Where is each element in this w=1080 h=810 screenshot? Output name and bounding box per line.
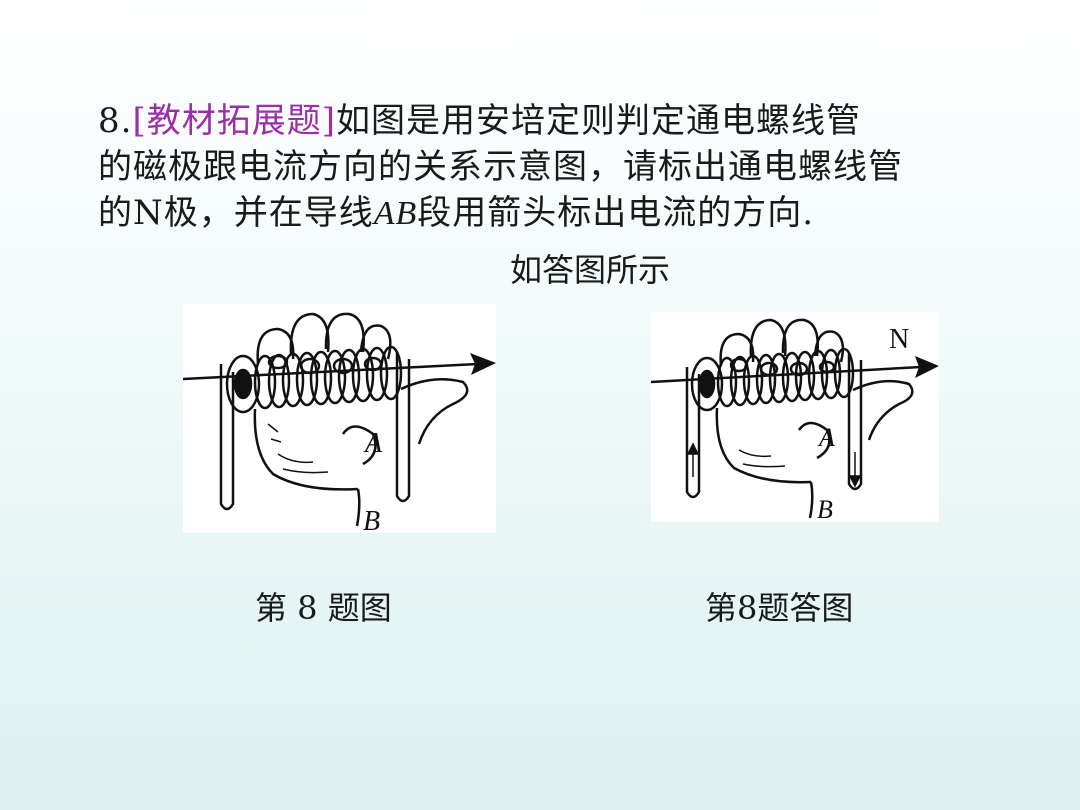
question-line3b: 段用箭头标出电流的方向. <box>417 193 815 233</box>
figure-question: A B <box>182 304 496 537</box>
axis-arrow-line <box>182 362 479 381</box>
finger-3 <box>324 312 365 353</box>
wire-right <box>395 352 411 503</box>
caption-answer-figure: 第8题答图 <box>705 589 854 627</box>
question-number: 8. <box>98 101 133 141</box>
label-b: B <box>363 506 380 533</box>
question-line1: 如图是用安培定则判定通电螺线管 <box>335 101 861 141</box>
label-a: A <box>817 423 835 452</box>
label-n: N <box>889 324 909 355</box>
wire-left <box>219 364 235 511</box>
caption-question-figure: 第 8 题图 <box>255 589 392 627</box>
question-line2: 的磁极跟电流方向的关系示意图，请标出通电螺线管 <box>98 147 903 187</box>
finger-1 <box>256 327 295 365</box>
wire-right <box>847 354 863 491</box>
thumb <box>400 377 469 445</box>
label-b: B <box>817 495 833 522</box>
coil-turns <box>716 347 855 408</box>
question-tag: [教材拓展题] <box>132 101 336 141</box>
label-a: A <box>363 428 383 459</box>
axis-arrow-head <box>915 356 939 378</box>
palm <box>253 408 359 491</box>
wire-left <box>685 367 701 499</box>
coil-end <box>225 354 261 414</box>
answer-text: 如答图所示 <box>510 251 671 289</box>
solenoid-hand-answer-diagram: N A B <box>650 318 939 524</box>
axis-arrow-line <box>650 365 922 384</box>
current-arrow-left <box>686 442 700 477</box>
figure-answer: N A B <box>650 312 939 524</box>
solenoid-hand-diagram: A B <box>182 312 496 537</box>
axis-arrow-head <box>470 353 496 375</box>
current-arrow-right <box>848 452 862 488</box>
finger-4 <box>359 324 392 360</box>
question-text: 8.[教材拓展题]如图是用安培定则判定通电螺线管 的磁极跟电流方向的关系示意图，… <box>98 98 958 237</box>
question-ab: AB <box>373 195 418 232</box>
finger-2 <box>289 312 330 355</box>
question-line3a: 的N极，并在导线 <box>98 193 374 233</box>
